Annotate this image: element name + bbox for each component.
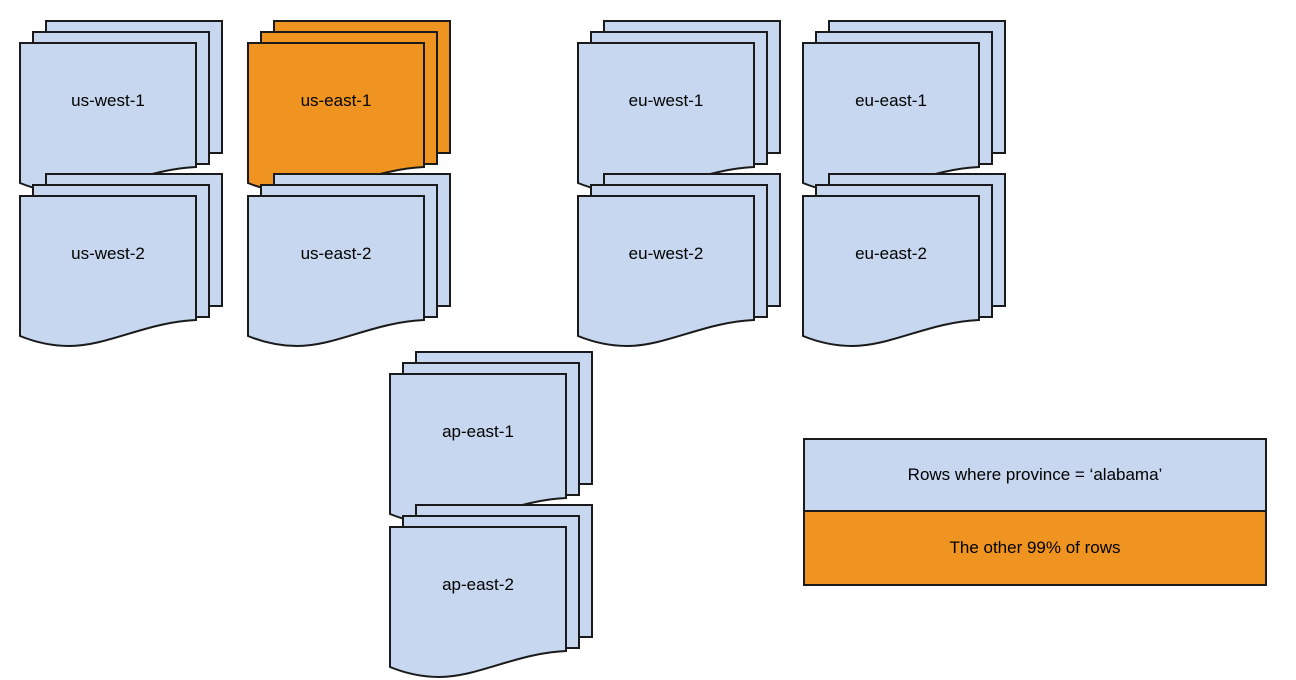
document-sheet-front xyxy=(802,42,980,195)
document-sheet-front xyxy=(247,42,425,195)
document-sheet-front xyxy=(802,195,980,348)
legend-orange-label: The other 99% of rows xyxy=(949,538,1121,557)
legend-box: Rows where province = ‘alabama’ The othe… xyxy=(803,438,1267,586)
document-sheet-front xyxy=(389,373,567,526)
document-stack-us-east-1[interactable]: us-east-1 xyxy=(246,19,452,195)
document-sheet-front xyxy=(389,526,567,679)
document-stack-us-east-2[interactable]: us-east-2 xyxy=(246,172,452,348)
document-stack-eu-east-2[interactable]: eu-east-2 xyxy=(801,172,1007,348)
document-sheet-front xyxy=(577,195,755,348)
document-stack-us-west-2[interactable]: us-west-2 xyxy=(18,172,224,348)
document-stack-eu-west-2[interactable]: eu-west-2 xyxy=(576,172,782,348)
legend-blue-label: Rows where province = ‘alabama’ xyxy=(907,465,1163,484)
document-stack-eu-west-1[interactable]: eu-west-1 xyxy=(576,19,782,195)
document-sheet-front xyxy=(577,42,755,195)
legend-row-blue: Rows where province = ‘alabama’ xyxy=(805,440,1265,512)
document-sheet-front xyxy=(247,195,425,348)
document-stack-ap-east-2[interactable]: ap-east-2 xyxy=(388,503,594,679)
document-stack-us-west-1[interactable]: us-west-1 xyxy=(18,19,224,195)
document-stack-eu-east-1[interactable]: eu-east-1 xyxy=(801,19,1007,195)
document-sheet-front xyxy=(19,42,197,195)
document-sheet-front xyxy=(19,195,197,348)
document-stack-ap-east-1[interactable]: ap-east-1 xyxy=(388,350,594,526)
legend-row-orange: The other 99% of rows xyxy=(805,512,1265,584)
